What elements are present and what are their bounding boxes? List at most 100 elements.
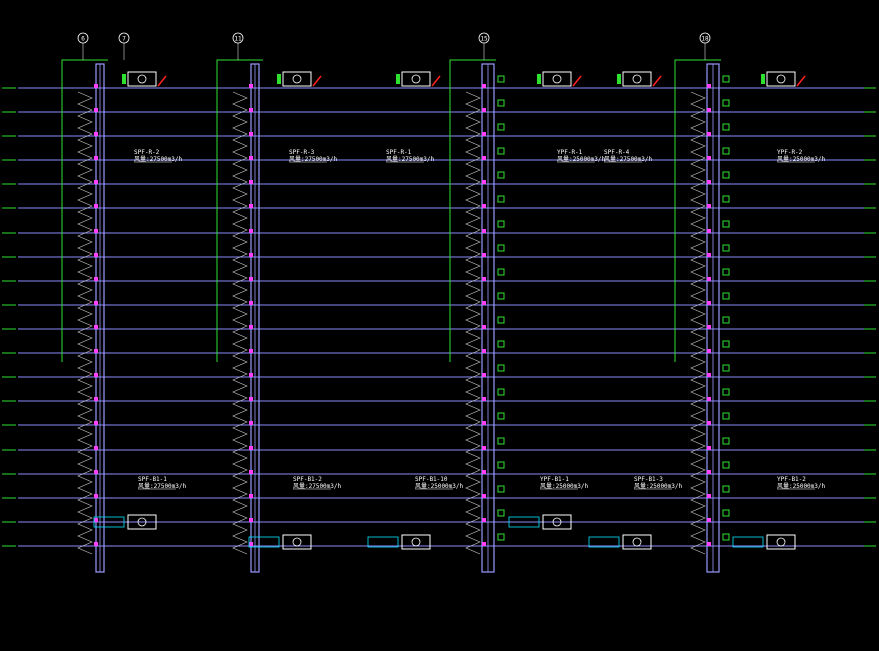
duct-outline [449, 59, 496, 362]
branch-zigzag [465, 91, 481, 555]
damper-mark [707, 470, 711, 474]
damper-mark [94, 229, 98, 233]
damper-mark [94, 84, 98, 88]
damper-mark [94, 470, 98, 474]
damper-red [431, 75, 441, 87]
outlet-mark [497, 461, 505, 469]
flex-joint [396, 74, 400, 84]
outlet-mark [722, 123, 730, 131]
fan-icon [411, 74, 421, 84]
damper-mark [707, 518, 711, 522]
damper-mark [482, 494, 486, 498]
damper-mark [482, 108, 486, 112]
damper-mark [707, 397, 711, 401]
duct-outline [674, 59, 721, 362]
fan-icon [292, 537, 302, 547]
fan-icon [292, 74, 302, 84]
damper-mark [94, 301, 98, 305]
outlet-mark [722, 75, 730, 83]
outlet-mark [497, 147, 505, 155]
outlet-mark [497, 268, 505, 276]
damper-mark [482, 204, 486, 208]
outlet-mark [722, 485, 730, 493]
damper-mark [94, 180, 98, 184]
fan-label-name: SPF-R-2 [134, 149, 160, 156]
outlet-mark [722, 268, 730, 276]
damper-mark [94, 421, 98, 425]
fan-label-spec: 风量:25000m3/h [540, 483, 589, 490]
outlet-mark [497, 75, 505, 83]
fan-box [401, 534, 431, 550]
axis-marker-label: 15 [480, 36, 488, 43]
outlet-mark [722, 412, 730, 420]
fan-icon [411, 537, 421, 547]
damper-mark [707, 84, 711, 88]
damper-mark [249, 470, 253, 474]
floor-lines [2, 87, 876, 547]
outlet-mark [497, 533, 505, 541]
damper-mark [94, 108, 98, 112]
duct-cyan [367, 536, 399, 548]
outlet-mark [722, 533, 730, 541]
fan-box [766, 534, 796, 550]
damper-mark [249, 494, 253, 498]
damper-mark [249, 542, 253, 546]
flex-joint [122, 74, 126, 84]
outlet-mark [497, 340, 505, 348]
riser-shafts [95, 63, 720, 573]
fan-label-spec: 风量:25000m3/h [777, 156, 826, 163]
flex-joint [277, 74, 281, 84]
branch-zigzag [232, 91, 248, 555]
fan-icon [137, 74, 147, 84]
damper-mark [482, 325, 486, 329]
outlet-mark [722, 509, 730, 517]
outlet-mark [497, 99, 505, 107]
fan-icon [632, 537, 642, 547]
duct-cyan [732, 536, 764, 548]
damper-mark [249, 397, 253, 401]
damper-mark [249, 132, 253, 136]
branch-zigzag [77, 91, 93, 555]
fan-label-name: SPF-R-3 [289, 149, 315, 156]
damper-mark [249, 325, 253, 329]
damper-mark [707, 156, 711, 160]
fan-label-name: SPF-B1-3 [634, 476, 663, 483]
damper-mark [94, 542, 98, 546]
damper-mark [94, 277, 98, 281]
damper-mark [94, 204, 98, 208]
outlet-mark [497, 412, 505, 420]
damper-mark [482, 446, 486, 450]
fan-box [282, 534, 312, 550]
damper-mark [707, 204, 711, 208]
fan-box [401, 71, 431, 87]
damper-mark [482, 180, 486, 184]
damper-mark [482, 373, 486, 377]
damper-mark [707, 277, 711, 281]
damper-mark [482, 349, 486, 353]
damper-mark [482, 470, 486, 474]
outlet-mark [497, 123, 505, 131]
outlet-mark [497, 509, 505, 517]
damper-mark [94, 518, 98, 522]
damper-mark [707, 108, 711, 112]
axis-marker-label: 11 [234, 36, 242, 43]
fan-label-name: SPF-B1-2 [293, 476, 322, 483]
outlet-mark [722, 364, 730, 372]
outlet-mark [497, 195, 505, 203]
duct-cyan [93, 516, 125, 528]
damper-mark [249, 421, 253, 425]
branch-zigzags [77, 75, 730, 555]
fan-label-name: SPF-B1-1 [138, 476, 167, 483]
outlet-mark [722, 437, 730, 445]
fan-box [622, 71, 652, 87]
damper-mark [707, 180, 711, 184]
damper-mark [707, 325, 711, 329]
fan-label-spec: 风量:27500m3/h [134, 156, 183, 163]
outlet-mark [497, 437, 505, 445]
branch-zigzag [690, 91, 706, 555]
outlet-mark [497, 316, 505, 324]
fan-label-spec: 风量:25000m3/h [634, 483, 683, 490]
damper-mark [707, 301, 711, 305]
